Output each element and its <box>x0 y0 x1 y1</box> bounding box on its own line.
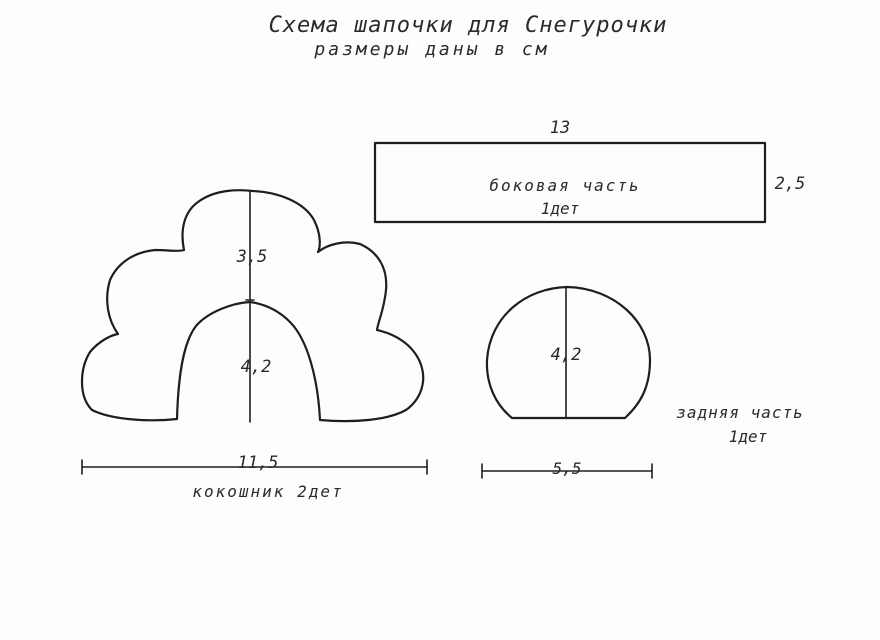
side-part: 13 2,5 боковая часть 1дет <box>373 118 806 224</box>
back-part-count: 1дет <box>729 427 768 446</box>
kokoshnik-outline <box>81 189 425 423</box>
side-part-outline <box>373 141 767 224</box>
side-part-width-label: 13 <box>550 118 570 138</box>
kokoshnik-upper-label: 3,5 <box>236 247 268 267</box>
kokoshnik-part: 3,5 4,2 11,5 кокошник 2дет <box>81 189 428 501</box>
kokoshnik-name: кокошник 2дет <box>192 482 343 501</box>
page-subtitle: размеры даны в см <box>313 39 549 60</box>
side-part-count: 1дет <box>541 199 580 218</box>
back-part-width-label: 5,5 <box>553 459 582 478</box>
side-part-height-label: 2,5 <box>775 174 806 194</box>
back-part-name: задняя часть <box>676 403 804 422</box>
kokoshnik-width-label: 11,5 <box>238 453 279 473</box>
back-part: 4,2 5,5 задняя часть 1дет <box>481 285 804 479</box>
kokoshnik-lower-label: 4,2 <box>241 357 272 377</box>
back-part-outline <box>485 285 652 420</box>
back-part-height-label: 4,2 <box>551 345 582 365</box>
page-title: Схема шапочки для Снегурочки <box>269 13 668 38</box>
side-part-name: боковая часть <box>489 176 640 195</box>
